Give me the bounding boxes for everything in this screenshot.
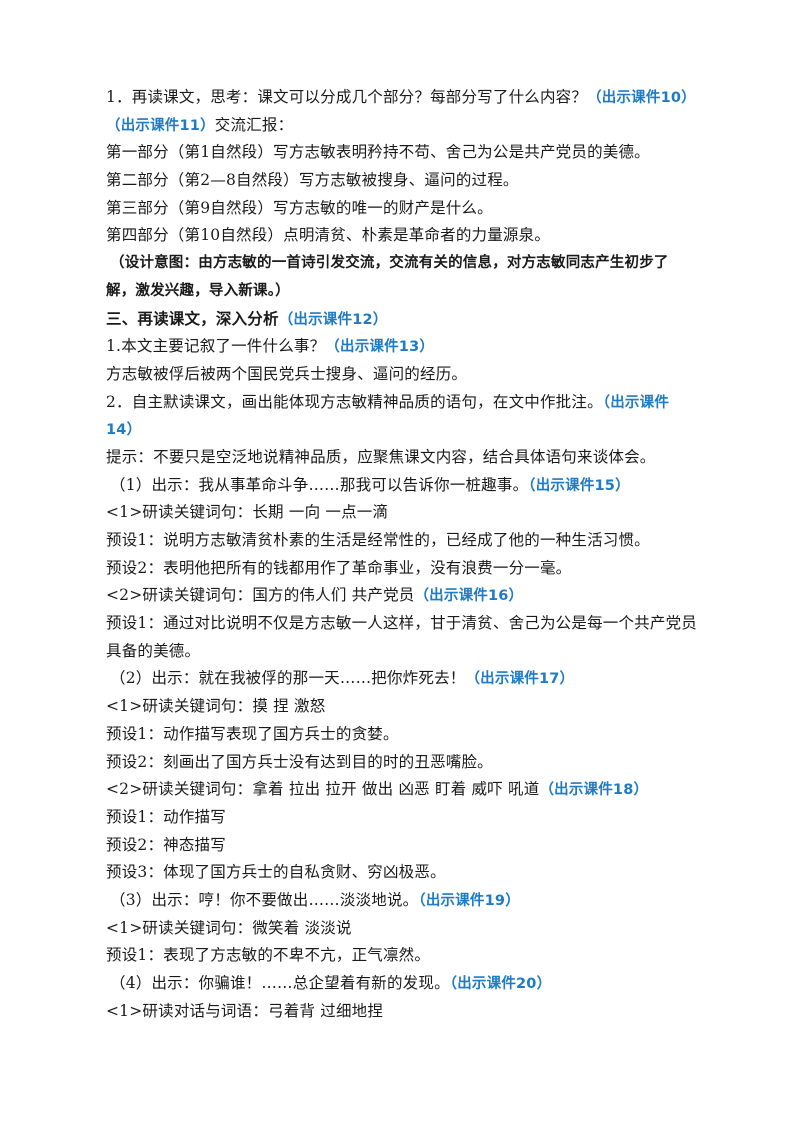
courseware-reference: （出示课件12） [278,311,388,328]
courseware-reference: （出示课件10） [587,90,696,106]
line-text: 1．再读课文，思考：课文可以分成几个部分？每部分写了什么内容？ [106,88,588,106]
courseware-reference: （出示课件11） [106,117,215,134]
document-line: <2>研读关键词句：拿着 拉出 拉开 做出 凶恶 盯着 威吓 吼道（出示课件18… [0,776,800,804]
document-line: <1>研读关键词句：摸 捏 激怒 [0,693,800,721]
line-text: 1.本文主要记叙了一件什么事？ [106,337,326,356]
document-line: 预设1：动作描写 [0,804,800,832]
line-text: <1>研读对话与词语：弓着背 过细地捏 [106,1001,384,1020]
document-line: <1>研读关键词句：长期 一向 一点一滴 [0,499,800,527]
document-line: 提示：不要只是空泛地说精神品质，应聚焦课文内容，结合具体语句来谈体会。 [0,444,800,472]
document-line: 具备的美德。 [0,638,800,666]
line-text: 预设3：体现了国方兵士的自私贪财、穷凶极恶。 [106,863,446,882]
document-line: （4）出示：你骗谁！……总企望着有新的发现。（出示课件20） [0,970,800,998]
document-line: 解，激发兴趣，导入新课。） [0,278,800,306]
document-line: <1>研读对话与词语：弓着背 过细地捏 [0,998,800,1026]
document-line: （2）出示：就在我被俘的那一天……把你炸死去！（出示课件17） [0,665,800,693]
document-line: 预设1：通过对比说明不仅是方志敏一人这样，甘于清贫、舍己为公是每一个共产党员 [0,610,800,638]
line-text: 第四部分（第10自然段）点明清贫、朴素是革命者的力量源泉。 [106,226,551,245]
line-text: （2）出示：就在我被俘的那一天……把你炸死去！ [110,669,466,688]
line-text: <1>研读关键词句：摸 捏 激怒 [106,697,326,716]
line-text: 第一部分（第1自然段）写方志敏表明矜持不苟、舍己为公是共产党员的美德。 [106,143,650,162]
document-line: 第一部分（第1自然段）写方志敏表明矜持不苟、舍己为公是共产党员的美德。 [0,139,800,167]
courseware-reference: （出示课件16） [414,588,524,605]
document-line: 第四部分（第10自然段）点明清贫、朴素是革命者的力量源泉。 [0,222,800,250]
courseware-reference: 14） [106,422,142,439]
courseware-reference: （出示课件18） [539,782,649,799]
line-text: <2>研读关键词句：拿着 拉出 拉开 做出 凶恶 盯着 威吓 吼道 [106,780,540,799]
line-text: <1>研读关键词句：微笑着 淡淡说 [106,918,352,937]
document-line: <1>研读关键词句：微笑着 淡淡说 [0,915,800,943]
line-text: 预设1：动作描写 [106,807,226,826]
document-line: 三、再读课文，深入分析（出示课件12） [0,306,800,334]
document-line: 第二部分（第2—8自然段）写方志敏被搜身、逼问的过程。 [0,167,800,195]
line-text: 第三部分（第9自然段）写方志敏的唯一的财产是什么。 [106,198,493,217]
document-line: （出示课件11）交流汇报： [0,112,800,140]
document-line: （3）出示：哼！你不要做出……淡淡地说。（出示课件19） [0,887,800,915]
document-line: 预设1：表现了方志敏的不卑不亢，正气凛然。 [0,942,800,970]
document-line: <2>研读关键词句：国方的伟人们 共产党员（出示课件16） [0,582,800,610]
line-text: （1）出示：我从事革命斗争……那我可以告诉你一桩趣事。 [110,475,529,494]
line-text: 预设1：动作描写表现了国方兵士的贪婪。 [106,724,399,743]
line-text: （4）出示：你骗谁！……总企望着有新的发现。 [110,974,450,992]
line-text: 具备的美德。 [106,641,201,660]
courseware-reference: （出示课件15） [528,477,630,494]
document-line: 预设2：刻画出了国方兵士没有达到目的时的丑恶嘴脸。 [0,749,800,777]
line-text: 交流汇报： [214,115,294,134]
courseware-reference: （出示课件17） [465,671,575,688]
document-line: 1.本文主要记叙了一件什么事？（出示课件13） [0,333,800,361]
courseware-reference: （出示课件19） [418,892,520,909]
design-intent-note: （设计意图：由方志敏的一首诗引发交流，交流有关的信息，对方志敏同志产生初步了 [110,255,669,272]
line-text: 预设2：刻画出了国方兵士没有达到目的时的丑恶嘴脸。 [106,752,493,771]
document-line: 预设1：动作描写表现了国方兵士的贪婪。 [0,721,800,749]
line-text: 预设1：通过对比说明不仅是方志敏一人这样，甘于清贫、舍己为公是每一个共产党员 [106,614,697,633]
line-text: <1>研读关键词句：长期 一向 一点一滴 [106,503,389,522]
document-line: 预设2：表明他把所有的钱都用作了革命事业，没有浪费一分一毫。 [0,555,800,583]
document-line: （设计意图：由方志敏的一首诗引发交流，交流有关的信息，对方志敏同志产生初步了 [0,250,800,278]
courseware-reference: （出示课件20） [449,976,552,992]
document-line: 方志敏被俘后被两个国民党兵士搜身、逼问的经历。 [0,361,800,389]
document-line: 第三部分（第9自然段）写方志敏的唯一的财产是什么。 [0,195,800,223]
line-text: 第二部分（第2—8自然段）写方志敏被搜身、逼问的过程。 [106,171,519,190]
document-line: 2．自主默读课文，画出能体现方志敏精神品质的语句，在文中作批注。（出示课件 [0,389,800,417]
courseware-reference: （出示课件13） [325,339,435,356]
line-text: <2>研读关键词句：国方的伟人们 共产党员 [106,586,415,605]
line-text: 方志敏被俘后被两个国民党兵士搜身、逼问的经历。 [106,364,468,383]
document-line: 1．再读课文，思考：课文可以分成几个部分？每部分写了什么内容？（出示课件10） [0,84,800,112]
line-text: 预设2：神态描写 [106,835,226,854]
design-intent-note: 解，激发兴趣，导入新课。） [106,282,290,299]
document-line: 预设2：神态描写 [0,832,800,860]
document-line: 14） [0,416,800,444]
line-text: 提示：不要只是空泛地说精神品质，应聚焦课文内容，结合具体语句来谈体会。 [106,447,656,466]
courseware-reference: （出示课件 [602,394,670,411]
section-heading: 三、再读课文，深入分析 [106,309,279,328]
document-line: 预设1：说明方志敏清贫朴素的生活是经常性的，已经成了他的一种生活习惯。 [0,527,800,555]
line-text: （3）出示：哼！你不要做出……淡淡地说。 [110,890,419,909]
document-line: （1）出示：我从事革命斗争……那我可以告诉你一桩趣事。（出示课件15） [0,472,800,500]
document-body: 1．再读课文，思考：课文可以分成几个部分？每部分写了什么内容？（出示课件10）（… [0,84,800,1025]
line-text: 预设2：表明他把所有的钱都用作了革命事业，没有浪费一分一毫。 [106,558,572,577]
line-text: 预设1：表现了方志敏的不卑不亢，正气凛然。 [106,946,431,965]
document-line: 预设3：体现了国方兵士的自私贪财、穷凶极恶。 [0,859,800,887]
line-text: 2．自主默读课文，画出能体现方志敏精神品质的语句，在文中作批注。 [106,392,603,411]
line-text: 预设1：说明方志敏清贫朴素的生活是经常性的，已经成了他的一种生活习惯。 [106,531,650,549]
